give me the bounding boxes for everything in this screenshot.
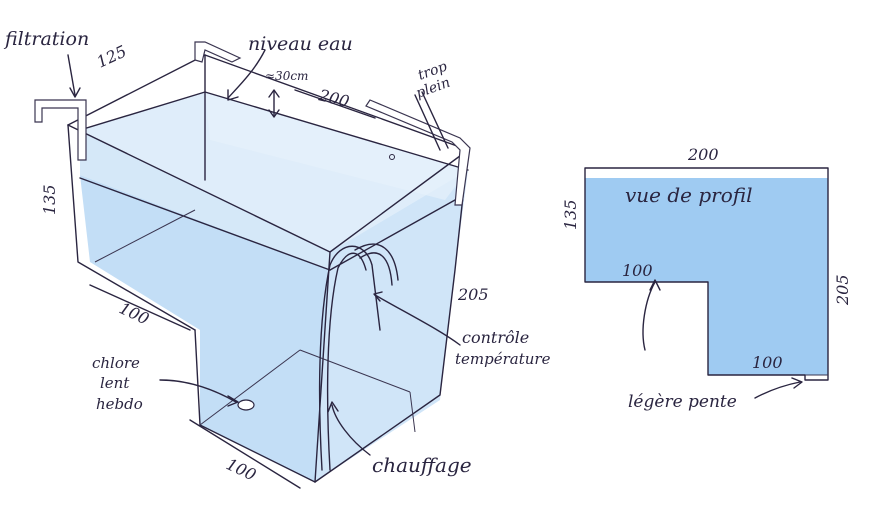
label-temperature: température bbox=[455, 350, 551, 368]
profile-dim-step: 100 bbox=[622, 261, 653, 280]
label-filtration: filtration bbox=[3, 28, 89, 50]
dim-top-length: 200 bbox=[316, 85, 351, 111]
tank-back-wall bbox=[205, 92, 468, 200]
leader-lines bbox=[67, 49, 461, 489]
profile-view bbox=[584, 167, 829, 399]
label-legere-pente: légère pente bbox=[628, 392, 737, 412]
profile-dim-left: 135 bbox=[561, 199, 580, 230]
profile-dim-right: 205 bbox=[833, 274, 852, 306]
chlorine-tablet-icon bbox=[237, 399, 255, 411]
label-lent: lent bbox=[100, 374, 130, 392]
overflow-pipe bbox=[194, 41, 471, 206]
label-controle: contrôle bbox=[462, 328, 529, 347]
label-chauffage: chauffage bbox=[372, 453, 472, 477]
profile-dim-top: 200 bbox=[687, 145, 719, 164]
dim-total-height: 205 bbox=[457, 285, 489, 304]
profile-label: vue de profil bbox=[625, 183, 753, 207]
heating-tubes bbox=[318, 243, 399, 471]
water-surface bbox=[80, 92, 468, 252]
filtration-pipe bbox=[34, 99, 87, 161]
water-front-band bbox=[80, 130, 330, 270]
tank-front-face bbox=[80, 175, 330, 482]
profile-dim-bottom: 100 bbox=[752, 353, 783, 372]
dim-top-depth: 125 bbox=[94, 41, 130, 71]
label-chlore: chlore bbox=[92, 354, 140, 372]
profile-water bbox=[585, 178, 828, 375]
dim-left-height: 135 bbox=[40, 184, 59, 215]
label-hebdo: hebdo bbox=[96, 395, 143, 413]
dim-bottom-width: 100 bbox=[116, 298, 152, 328]
tank-right-face bbox=[315, 170, 468, 482]
tank-outline bbox=[67, 54, 469, 483]
label-niveau-eau: niveau eau bbox=[248, 33, 353, 55]
label-level-gap: ≈30cm bbox=[265, 69, 308, 83]
